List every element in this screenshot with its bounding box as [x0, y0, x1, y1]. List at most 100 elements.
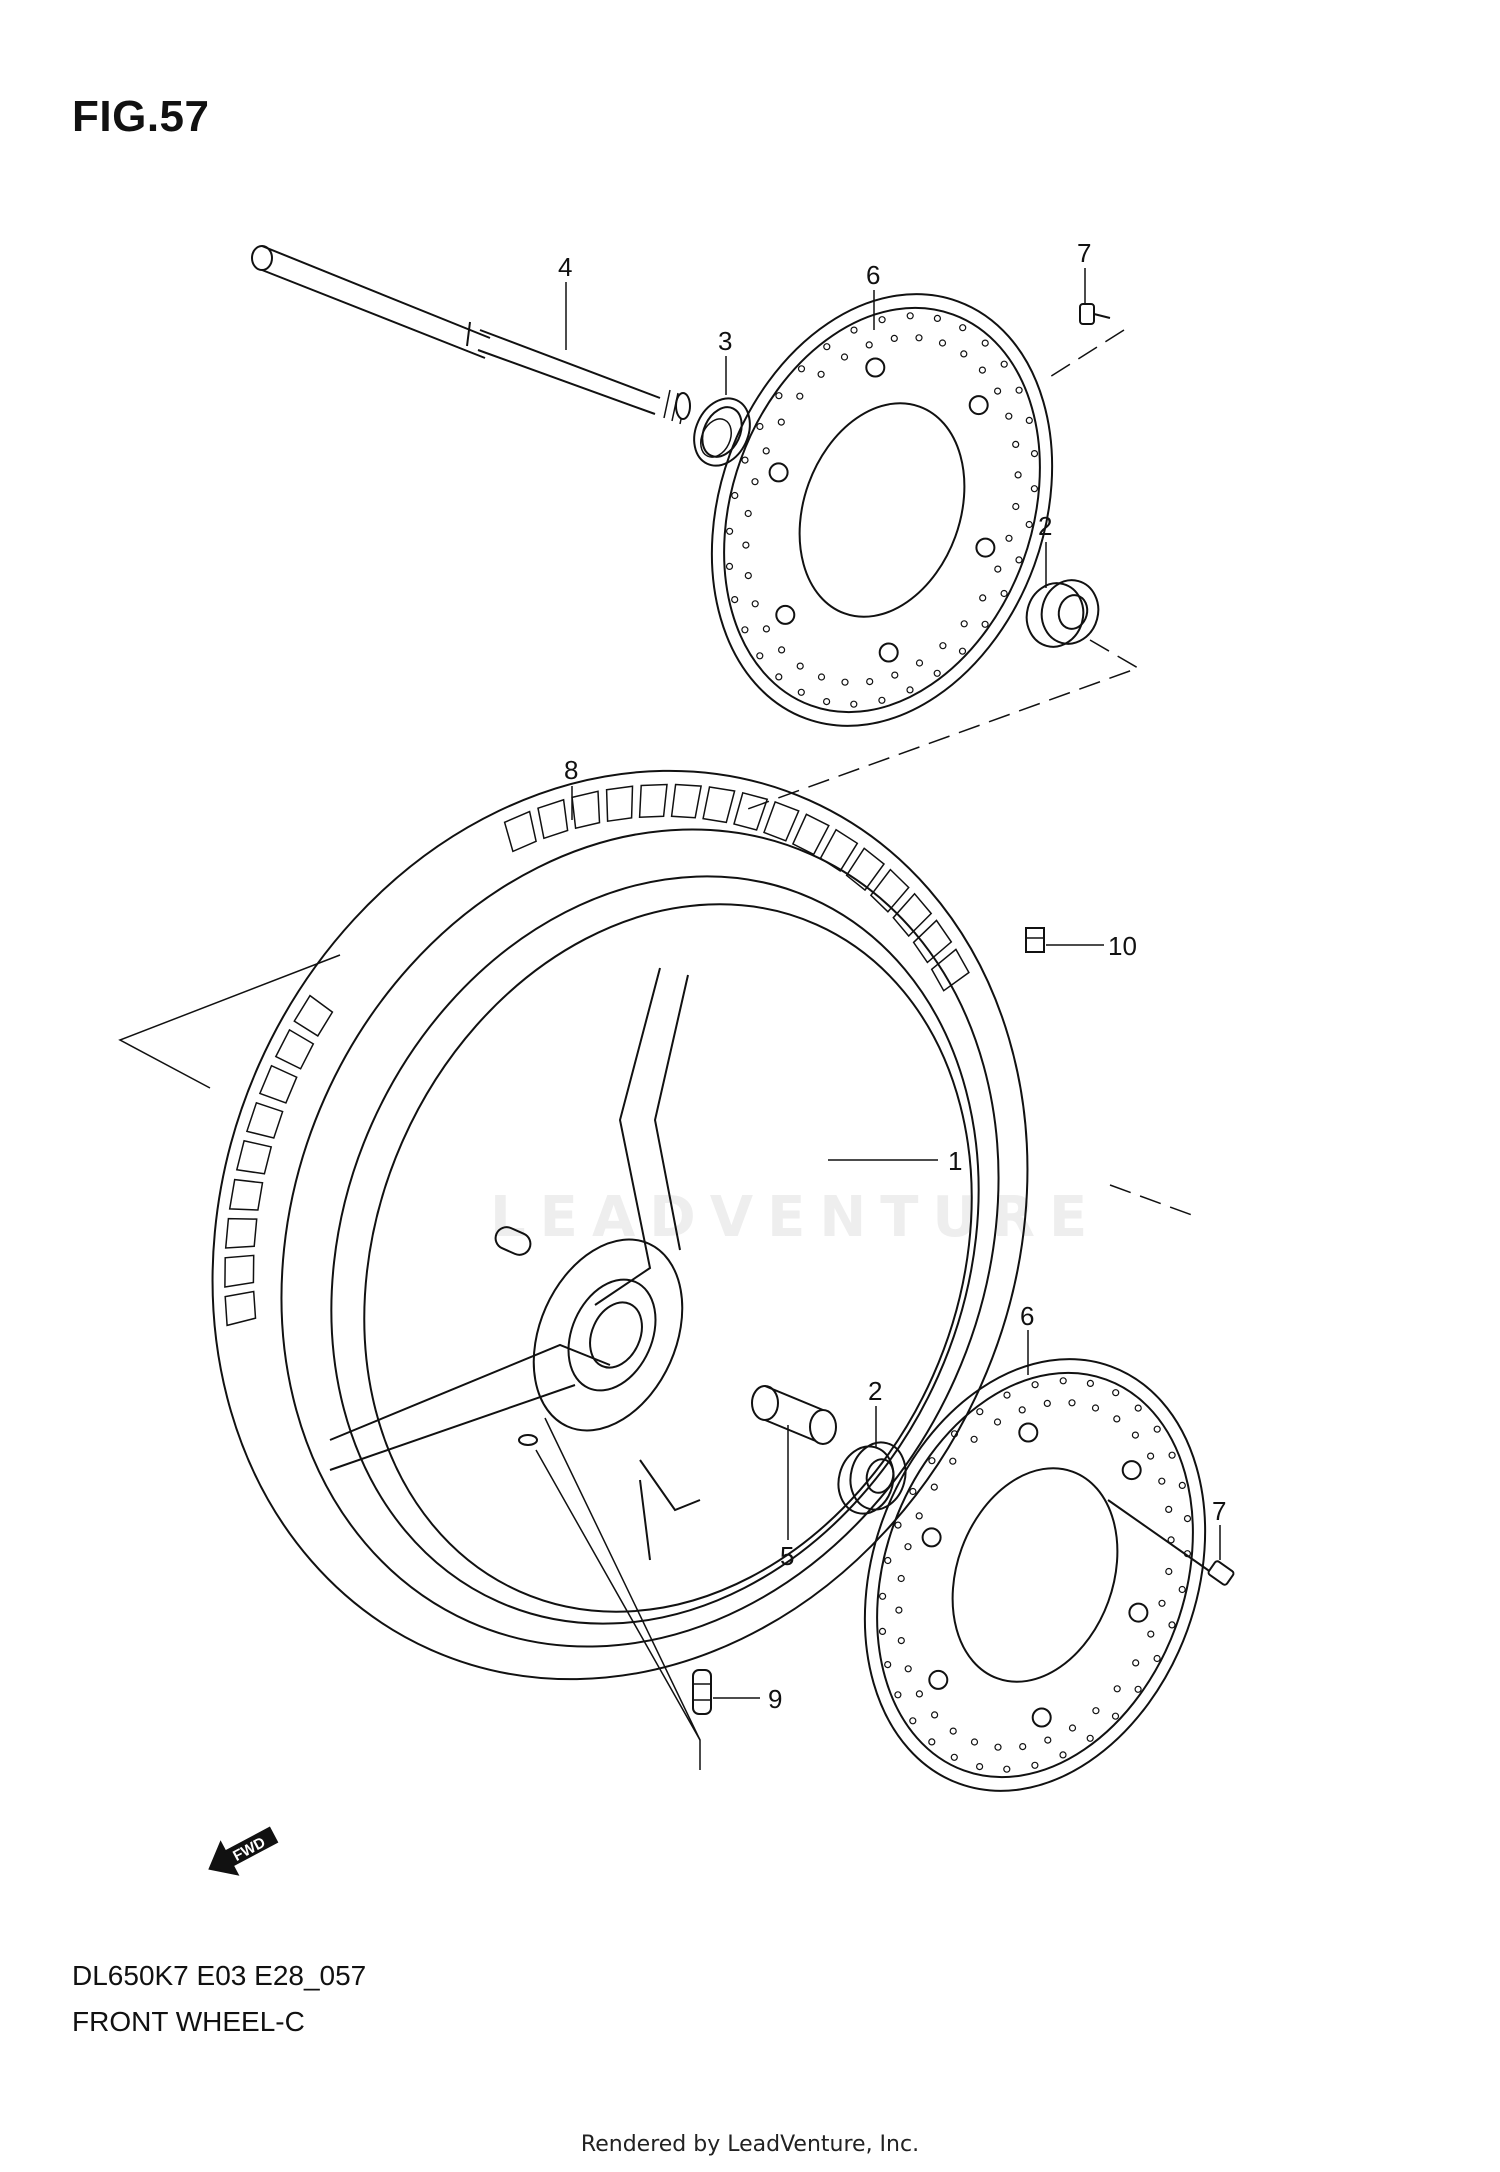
disc-vent-hole [909, 1487, 917, 1496]
disc-vent-hole [1113, 1685, 1121, 1693]
disc-vent-hole [928, 1457, 936, 1465]
disc-vent-hole [1091, 1404, 1100, 1412]
disc-vent-hole [949, 1727, 957, 1735]
disc-vent-hole [1003, 1391, 1011, 1399]
tread-block [224, 1217, 258, 1249]
valve-part[interactable] [692, 1669, 712, 1715]
disc-vent-hole [840, 353, 849, 361]
callout-10: 10 [1108, 931, 1137, 961]
axle-part[interactable] [251, 245, 691, 425]
disc-vent-hole [933, 314, 942, 322]
disc-vent-hole [1178, 1585, 1186, 1594]
disc-vent-hole [890, 334, 898, 342]
disc-vent-hole [994, 1743, 1002, 1751]
leader-lines [535, 268, 1221, 1770]
disc-vent-hole [878, 316, 886, 324]
disc-vent-hole [878, 1592, 887, 1600]
disc-vent-hole [895, 1606, 903, 1614]
disc-vent-hole [1012, 502, 1020, 511]
disc-vent-hole [725, 527, 734, 535]
disc-vent-hole [775, 392, 783, 400]
disc-vent-hole [1031, 1761, 1039, 1769]
disc-vent-hole [850, 700, 858, 708]
dust-seal-part[interactable] [684, 389, 761, 474]
disc-vent-hole [1183, 1514, 1192, 1523]
front-wheel-assembly[interactable] [70, 640, 1170, 1811]
disc-vent-hole [915, 1690, 924, 1698]
tread-block [571, 790, 601, 830]
disc-vent-hole [1068, 1399, 1076, 1407]
disc-vent-hole [904, 1665, 912, 1673]
disc-vent-hole [909, 1717, 917, 1725]
disc-vent-hole [1043, 1399, 1051, 1408]
disc-vent-hole [822, 697, 831, 706]
disc-vent-hole [1158, 1477, 1166, 1485]
disc-vent-hole [1000, 589, 1008, 598]
disc-vent-hole [994, 565, 1002, 573]
disc-vent-hole [756, 422, 764, 431]
disc-vent-hole [742, 541, 750, 549]
disc-vent-hole [1000, 360, 1008, 368]
tread-block [930, 948, 970, 992]
upper-brake-disc[interactable] [654, 246, 1110, 774]
disc-vent-hole [1086, 1379, 1095, 1388]
disc-vent-hole [756, 652, 764, 660]
disc-vent-hole [939, 642, 947, 650]
tread-block [892, 892, 933, 938]
render-credit: Rendered by LeadVenture, Inc. [580, 2132, 920, 2157]
disc-vent-hole [841, 678, 849, 686]
spacer-part[interactable] [751, 1385, 837, 1445]
disc-vent-hole [1178, 1481, 1186, 1490]
tread-block [791, 813, 830, 856]
disc-vent-hole [777, 418, 785, 426]
tread-block [503, 810, 537, 853]
lower-brake-disc[interactable] [807, 1311, 1263, 1839]
lower-disc-bolt[interactable] [1107, 1499, 1235, 1586]
disc-mount-hole [865, 357, 886, 378]
disc-vent-hole [928, 1738, 936, 1746]
disc-vent-hole [970, 1738, 979, 1746]
disc-mount-hole [975, 537, 996, 558]
disc-vent-hole [981, 620, 989, 628]
tread-block [605, 785, 634, 823]
disc-vent-hole [744, 509, 752, 518]
disc-mount-hole [968, 395, 989, 416]
disc-vent-hole [915, 1512, 923, 1520]
disc-vent-hole [960, 350, 968, 358]
disc-vent-hole [915, 334, 923, 342]
disc-vent-hole [762, 625, 771, 633]
disc-vent-hole [1111, 1712, 1120, 1720]
disc-vent-hole [1025, 520, 1033, 529]
upper-bearing[interactable] [1020, 574, 1106, 653]
disc-vent-hole [1012, 440, 1020, 448]
disc-vent-hole [975, 1762, 984, 1771]
disc-vent-hole [751, 600, 759, 608]
lower-bearing[interactable] [831, 1436, 913, 1520]
disc-vent-hole [1005, 534, 1013, 542]
disc-vent-hole [906, 312, 914, 320]
upper-disc-bolt[interactable] [1079, 303, 1111, 325]
section-name: FRONT WHEEL-C [72, 2006, 305, 2037]
disc-vent-hole [930, 1483, 938, 1491]
disc-vent-hole [741, 626, 749, 634]
tread-block [224, 1290, 257, 1327]
disc-vent-hole [1025, 416, 1033, 424]
disc-vent-hole [950, 1430, 959, 1438]
disc-vent-hole [884, 1556, 892, 1565]
disc-mount-hole [1121, 1460, 1142, 1481]
disc-vent-hole [850, 326, 858, 334]
balancer-weight-part[interactable] [1025, 927, 1045, 953]
disc-vent-hole [906, 686, 914, 694]
disc-vent-hole [959, 324, 967, 332]
disc-vent-hole [1005, 412, 1013, 420]
callout-9: 9 [768, 1684, 782, 1714]
disc-vent-hole [796, 392, 804, 400]
disc-vent-hole [1167, 1536, 1175, 1544]
disc-vent-hole [741, 456, 749, 464]
disc-vent-hole [1030, 450, 1039, 458]
disc-vent-hole [1134, 1404, 1142, 1412]
disc-vent-hole [949, 1457, 957, 1465]
tread-block [670, 783, 702, 819]
disc-mount-hole [1031, 1707, 1052, 1728]
